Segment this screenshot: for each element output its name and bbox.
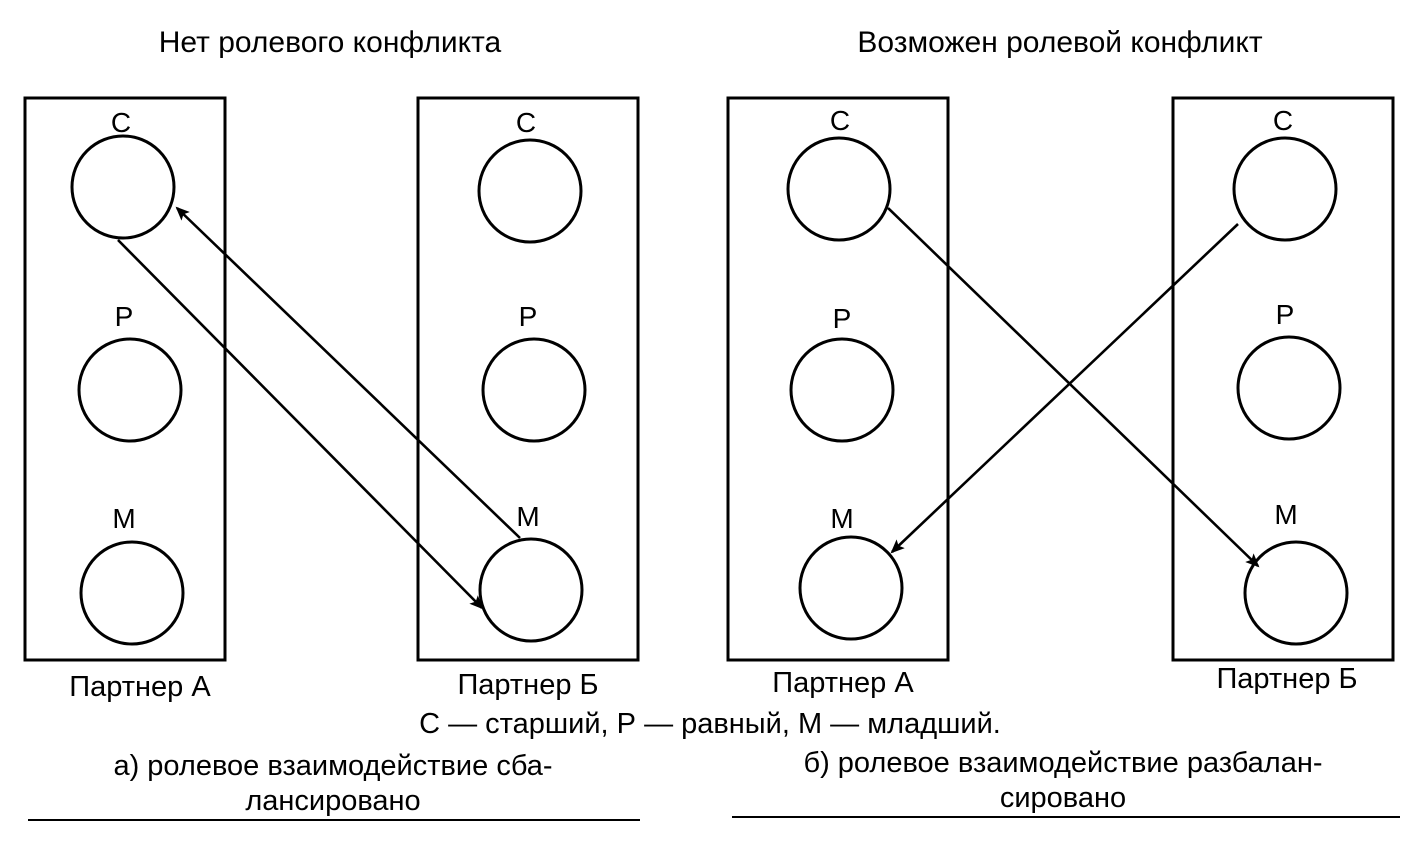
panel-a-partner-a-role-equal-label: Р (115, 301, 134, 332)
panel-a-partner-a-label: Партнер А (69, 671, 211, 703)
panel-a-arrow-b-junior-to-a-senior (175, 206, 521, 539)
panel-a-caption-line-2: лансировано (245, 785, 420, 817)
panel-a-partner-b-junior-circle (478, 537, 584, 643)
panel-b-partner-b-role-junior-label: М (1274, 499, 1297, 530)
panel-a-partner-b-role-equal-label: Р (519, 301, 538, 332)
panel-a-partner-b-equal-circle (481, 337, 587, 443)
panel-a-partner-b-label: Партнер Б (457, 669, 598, 701)
panel-b-partner-b-equal-circle (1236, 335, 1342, 441)
panel-b-arrow-b-senior-to-a-junior (890, 223, 1239, 554)
panel-a-caption-line-1: а) ролевое взаимодействие сба- (113, 750, 552, 782)
panel-b-partner-b-senior-circle (1232, 136, 1338, 242)
panel-a-partner-b-role-junior-label: М (516, 501, 539, 532)
legend: С — старший, Р — равный, М — младший. (419, 708, 1001, 740)
panel-b-partner-a-junior-circle (798, 535, 904, 641)
panel-b-partner-a-label: Партнер А (772, 667, 914, 699)
panel-b-partner-b-box (1171, 96, 1395, 662)
panel-a-partner-a-box (23, 96, 227, 662)
panel-b-caption-line-2: сировано (1000, 782, 1126, 814)
panel-b-partner-b-role-senior-label: С (1273, 105, 1293, 136)
panel-a-partner-b-box (416, 96, 640, 662)
panel-a-partner-a-senior-circle (70, 134, 176, 240)
panel-a-arrow-a-senior-to-b-junior (117, 239, 484, 610)
panel-b-partner-a-box (726, 96, 950, 662)
panel-b-partner-b-role-equal-label: Р (1276, 299, 1295, 330)
panel-a-partner-b-role-senior-label: С (516, 107, 536, 138)
panel-b-arrow-a-senior-to-b-junior (887, 207, 1260, 568)
panel-b-partner-b-junior-circle (1243, 540, 1349, 646)
panel-a-partner-a-role-junior-label: М (112, 503, 135, 534)
panel-a-title: Нет ролевого конфликта (159, 26, 502, 59)
panel-a-partner-a-junior-circle (79, 540, 185, 646)
panel-b-partner-a-role-junior-label: М (830, 503, 853, 534)
panel-a-partner-a-role-senior-label: С (111, 107, 131, 138)
panel-b-partner-b-label: Партнер Б (1216, 663, 1357, 695)
panel-b-caption-line-1: б) ролевое взаимодействие разбалан- (803, 747, 1322, 779)
panel-b-partner-a-role-equal-label: Р (833, 303, 852, 334)
panel-b-title: Возможен ролевой конфликт (857, 26, 1262, 59)
panel-b-partner-a-equal-circle (789, 337, 895, 443)
panel-a-partner-a-equal-circle (77, 337, 183, 443)
panel-b-partner-a-senior-circle (786, 136, 892, 242)
panel-b-partner-a-role-senior-label: С (830, 105, 850, 136)
panel-a-partner-b-senior-circle (477, 138, 583, 244)
